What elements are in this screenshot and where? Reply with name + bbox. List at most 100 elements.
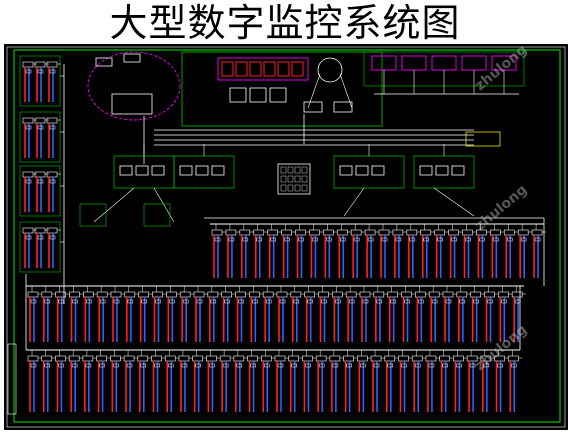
camera-icon xyxy=(315,355,327,362)
camera-icon xyxy=(384,355,396,362)
video-wall-screen xyxy=(221,61,234,77)
terminal-box xyxy=(335,299,341,304)
camera-icon xyxy=(302,355,313,362)
terminal-box xyxy=(58,363,64,368)
router-icon xyxy=(123,53,141,63)
ups-box xyxy=(465,131,501,147)
terminal-box xyxy=(376,299,383,304)
terminal-box xyxy=(360,363,366,368)
camera-icon xyxy=(267,229,278,236)
video-wall-screen xyxy=(263,61,276,77)
terminal-box xyxy=(305,363,311,368)
disk-slot xyxy=(287,184,294,192)
camera-icon xyxy=(221,291,232,298)
camera-icon xyxy=(68,355,80,362)
camera-icon xyxy=(332,291,343,298)
camera-icon xyxy=(425,355,437,362)
wire-line xyxy=(93,187,135,223)
drawing-border xyxy=(6,46,566,428)
control-room-frame xyxy=(181,51,383,127)
camera-icon xyxy=(329,355,341,362)
terminal-box xyxy=(58,299,64,304)
terminal-box xyxy=(291,363,297,368)
camera-icon xyxy=(22,117,34,124)
camera-icon xyxy=(55,355,66,362)
terminal-box xyxy=(497,363,503,368)
terminal-box xyxy=(154,363,160,368)
terminal-box xyxy=(49,125,56,130)
terminal-box xyxy=(25,235,32,240)
camera-icon xyxy=(55,291,66,298)
camera-icon xyxy=(494,355,505,362)
disk-slot xyxy=(301,166,308,174)
terminal-box xyxy=(381,237,388,242)
camera-icon xyxy=(137,355,149,362)
camera-icon xyxy=(411,355,423,362)
video-wall-screen xyxy=(277,61,290,77)
terminal-box xyxy=(250,363,256,368)
matrix-switcher xyxy=(229,87,247,103)
terminal-box xyxy=(167,363,174,368)
camera-icon xyxy=(262,291,274,298)
camera-icon xyxy=(207,291,219,298)
encoder-box xyxy=(211,165,225,176)
disk-slot xyxy=(301,175,308,183)
disk-slot xyxy=(280,175,287,183)
camera-icon xyxy=(166,291,177,298)
terminal-box xyxy=(395,237,402,242)
terminal-box xyxy=(277,363,284,368)
camera-icon xyxy=(415,291,426,298)
camera-icon xyxy=(398,355,409,362)
terminal-box xyxy=(37,235,44,240)
terminal-box xyxy=(487,299,493,304)
video-wall-frame xyxy=(217,57,309,81)
camera-icon xyxy=(476,229,487,236)
terminal-box xyxy=(298,237,304,242)
terminal-box xyxy=(445,299,452,304)
terminal-box xyxy=(520,237,527,242)
camera-icon xyxy=(138,291,149,298)
terminal-box xyxy=(326,237,332,242)
terminal-box xyxy=(256,237,262,242)
camera-icon xyxy=(364,229,376,236)
camera-icon xyxy=(235,291,246,298)
terminal-box xyxy=(44,299,51,304)
camera-icon xyxy=(124,291,136,298)
monitor-screen xyxy=(431,55,457,71)
terminal-box xyxy=(85,363,92,368)
terminal-box xyxy=(387,363,394,368)
terminal-box xyxy=(469,363,476,368)
camera-icon xyxy=(442,291,454,298)
terminal-box xyxy=(373,363,380,368)
terminal-box xyxy=(312,237,318,242)
matrix-switcher xyxy=(249,87,267,103)
terminal-box xyxy=(418,299,424,304)
camera-icon xyxy=(480,355,492,362)
terminal-box xyxy=(404,299,410,304)
title-block xyxy=(7,343,17,415)
camera-icon xyxy=(428,291,440,298)
terminal-box xyxy=(390,299,396,304)
camera-icon xyxy=(456,291,468,298)
terminal-box xyxy=(25,125,32,130)
disk-slot xyxy=(287,175,294,183)
camera-icon xyxy=(249,291,260,298)
camera-icon xyxy=(288,355,300,362)
camera-icon xyxy=(247,355,258,362)
camera-icon xyxy=(531,229,543,236)
camera-icon xyxy=(27,291,39,298)
terminal-box xyxy=(181,363,188,368)
camera-icon xyxy=(46,117,58,124)
video-wall-screen xyxy=(291,61,304,77)
camera-icon xyxy=(22,227,34,234)
monitoring-system-schematic xyxy=(6,46,566,428)
terminal-box xyxy=(409,237,416,242)
camera-icon xyxy=(260,355,272,362)
encoder-box xyxy=(119,165,133,176)
terminal-box xyxy=(99,299,106,304)
terminal-box xyxy=(346,363,352,368)
terminal-box xyxy=(30,299,37,304)
terminal-box xyxy=(113,363,119,368)
dome-camera-icon xyxy=(317,57,343,83)
camera-icon xyxy=(420,229,432,236)
